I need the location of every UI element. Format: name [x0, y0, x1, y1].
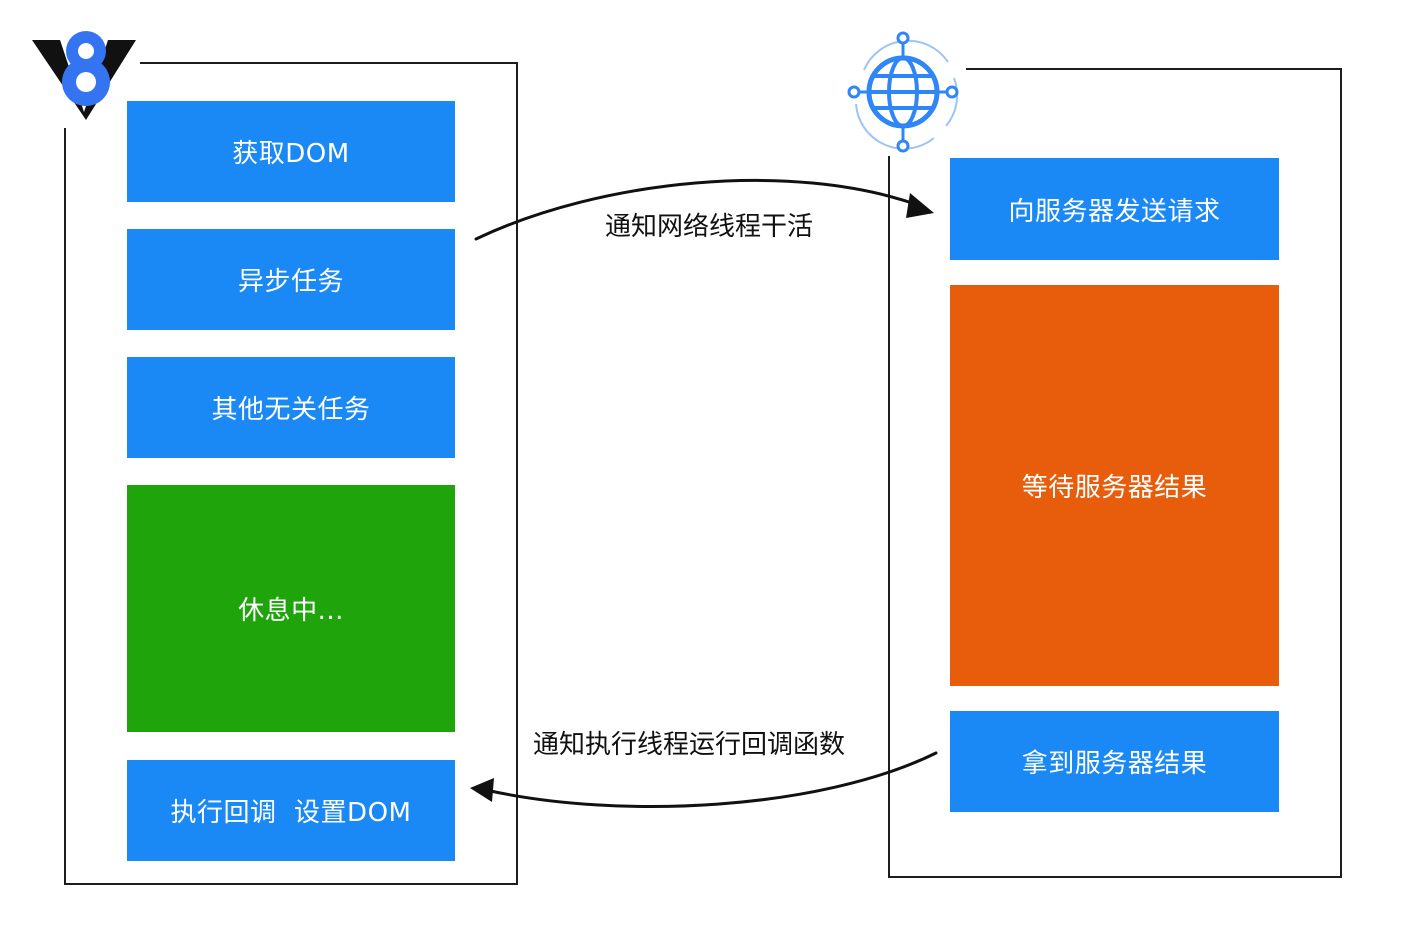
get-dom-label: 获取DOM: [232, 139, 350, 169]
globe-network-icon: [847, 31, 959, 153]
run-callback-box: 执行回调 设置DOM: [127, 760, 455, 861]
async-task-label: 异步任务: [237, 267, 344, 297]
async-task-box: 异步任务: [127, 229, 455, 330]
got-result-box: 拿到服务器结果: [950, 711, 1279, 812]
get-dom-box: 获取DOM: [127, 101, 455, 202]
run-callback-label: 执行回调 设置DOM: [170, 798, 412, 828]
wait-result-box: 等待服务器结果: [950, 285, 1279, 686]
v8-logo-icon: [32, 31, 136, 120]
send-request-label: 向服务器发送请求: [1008, 196, 1221, 227]
resting-label: 休息中...: [238, 596, 344, 626]
send-request-box: 向服务器发送请求: [950, 158, 1279, 260]
notify-network-arrow: [474, 178, 934, 241]
other-tasks-label: 其他无关任务: [211, 395, 371, 425]
notify-callback-arrow: [470, 751, 938, 809]
main-thread-frame: [64, 62, 518, 885]
network-thread-frame: [888, 68, 1342, 878]
other-tasks-box: 其他无关任务: [127, 357, 455, 458]
notify-network-label: 通知网络线程干活: [605, 212, 814, 242]
resting-box: 休息中...: [127, 485, 455, 732]
got-result-label: 拿到服务器结果: [1021, 749, 1208, 779]
notify-callback-label: 通知执行线程运行回调函数: [533, 730, 846, 760]
wait-result-label: 等待服务器结果: [1021, 473, 1208, 503]
